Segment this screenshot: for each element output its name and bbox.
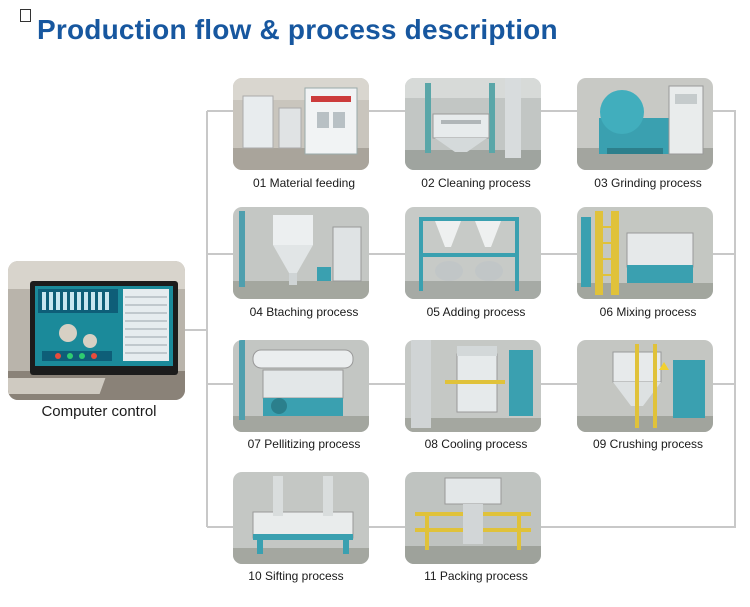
cleaning-photo	[405, 78, 541, 170]
mixing-photo	[577, 207, 713, 299]
corner-checkbox-icon	[20, 9, 31, 22]
step-label-02: 02 Cleaning process	[421, 176, 531, 190]
step-label-03: 03 Grinding process	[594, 176, 702, 190]
step-label-11: 11 Packing process	[424, 569, 528, 583]
packing-photo	[405, 472, 541, 564]
step-label-09: 09 Crushing process	[592, 437, 704, 451]
computer-control-label: Computer control	[41, 403, 157, 420]
step-label-08: 08 Cooling process	[424, 437, 528, 451]
step-label-01: 01 Material feeding	[252, 176, 356, 190]
pelletizing-photo	[233, 340, 369, 432]
sifting-photo	[233, 472, 369, 564]
adding-photo	[405, 207, 541, 299]
step-label-06: 06 Mixing process	[599, 305, 697, 319]
step-label-04: 04 Btaching process	[249, 305, 359, 319]
page-title: Production flow & process description	[37, 14, 558, 45]
grinding-photo	[577, 78, 713, 170]
crushing-photo	[577, 340, 713, 432]
step-label-05: 05 Adding process	[426, 305, 526, 319]
step-label-07: 07 Pellitizing process	[247, 437, 361, 451]
step-label-10: 10 Sifting process	[248, 569, 344, 583]
computer-control-photo	[8, 261, 185, 400]
cooling-photo	[405, 340, 541, 432]
material-feeding-photo	[233, 78, 369, 170]
batching-photo	[233, 207, 369, 299]
